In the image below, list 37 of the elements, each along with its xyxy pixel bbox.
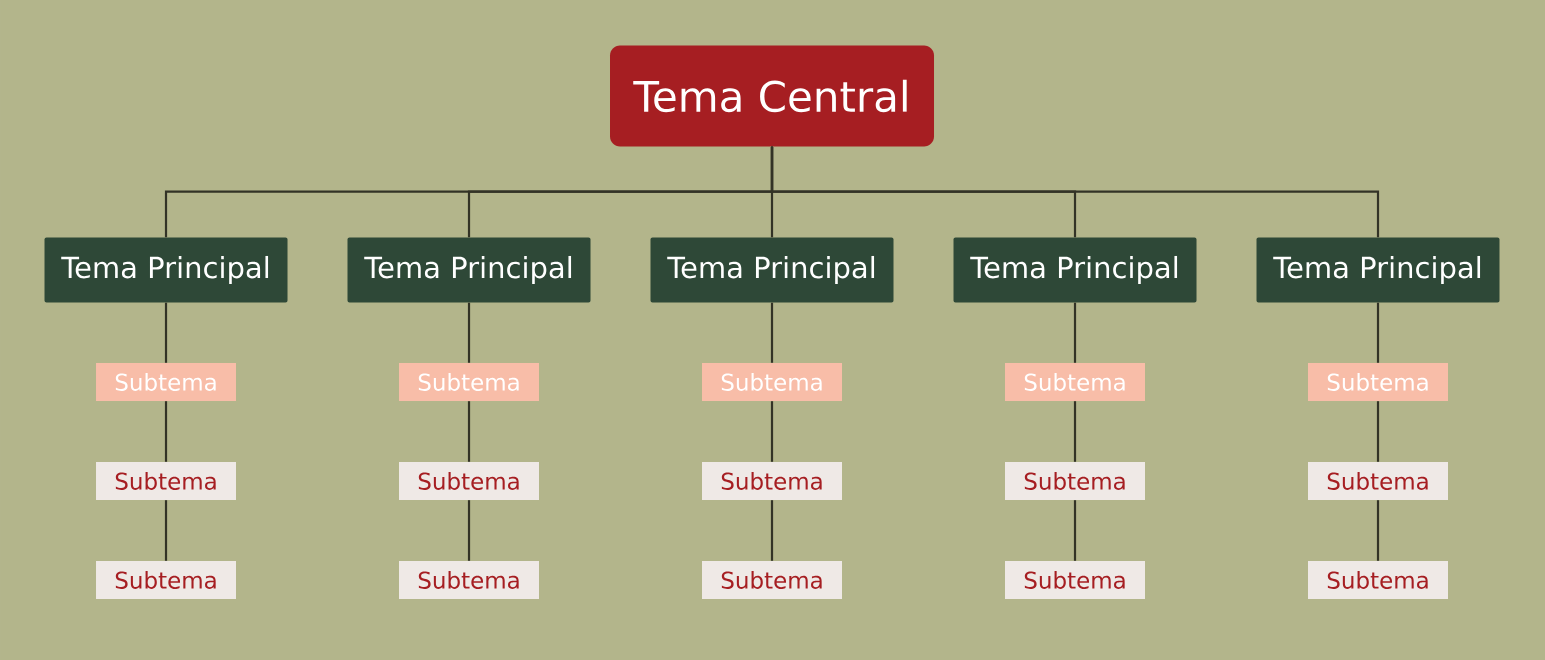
connector-line — [770, 401, 774, 462]
main-topic-box: Tema Principal — [953, 237, 1197, 303]
connector-line — [164, 302, 168, 363]
subtopic-box: Subtema — [399, 363, 539, 401]
subtopic-box: Subtema — [1005, 462, 1145, 500]
subtopic-box: Subtema — [1308, 363, 1448, 401]
subtopic-box: Subtema — [96, 363, 236, 401]
subtopic-box: Subtema — [1308, 561, 1448, 599]
connector-line — [770, 146, 1380, 238]
main-topic-box: Tema Principal — [1256, 237, 1500, 303]
main-topic-box: Tema Principal — [347, 237, 591, 303]
subtopic-box: Subtema — [1005, 561, 1145, 599]
connector-line — [1376, 401, 1380, 462]
connector-line — [164, 401, 168, 462]
connector-line — [770, 500, 774, 561]
main-topic-box: Tema Principal — [44, 237, 288, 303]
connector-line — [467, 401, 471, 462]
subtopic-box: Subtema — [702, 561, 842, 599]
connector-line — [467, 302, 471, 363]
subtopic-box: Subtema — [399, 561, 539, 599]
connector-line — [1376, 302, 1380, 363]
central-topic-box: Tema Central — [610, 45, 934, 147]
connector-line — [770, 302, 774, 363]
subtopic-box: Subtema — [1005, 363, 1145, 401]
connector-line — [1073, 302, 1077, 363]
connector-line — [467, 500, 471, 561]
subtopic-box: Subtema — [1308, 462, 1448, 500]
subtopic-box: Subtema — [96, 561, 236, 599]
main-topic-box: Tema Principal — [650, 237, 894, 303]
connector-line — [1073, 500, 1077, 561]
connector-line — [164, 500, 168, 561]
subtopic-box: Subtema — [702, 363, 842, 401]
subtopic-box: Subtema — [399, 462, 539, 500]
subtopic-box: Subtema — [702, 462, 842, 500]
connector-line — [1073, 401, 1077, 462]
subtopic-box: Subtema — [96, 462, 236, 500]
connector-line — [1376, 500, 1380, 561]
